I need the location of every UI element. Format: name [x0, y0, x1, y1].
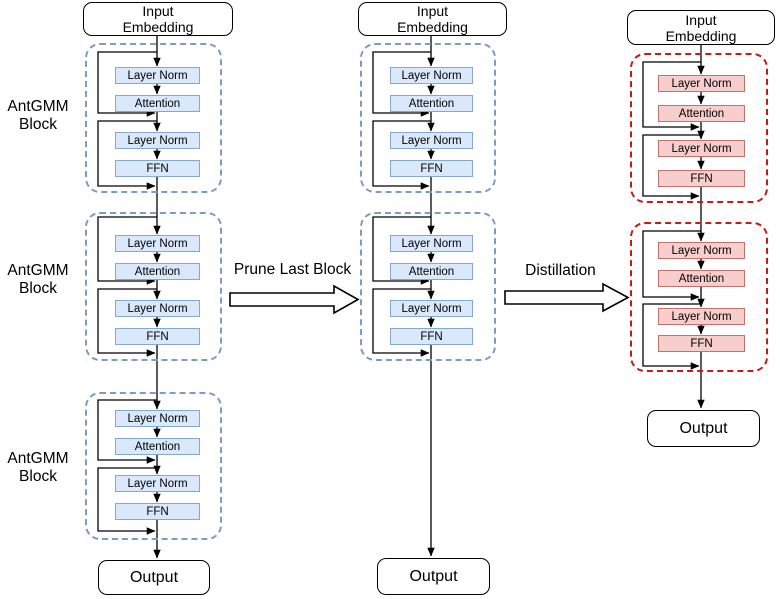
block1-container-col2 — [360, 43, 496, 193]
layer-norm-cell: Layer Norm — [658, 308, 745, 325]
layer-norm-cell: Layer Norm — [390, 235, 473, 252]
prune-arrow-icon — [229, 284, 360, 315]
attention-cell: Attention — [390, 263, 473, 280]
block2-container-col2 — [360, 212, 496, 361]
input-embedding-node-col3: Input Embedding — [627, 10, 775, 45]
ffn-cell: FFN — [115, 160, 200, 177]
ffn-cell: FFN — [658, 335, 745, 352]
distilled-block2-container-col3 — [630, 222, 768, 372]
layer-norm-cell: Layer Norm — [658, 75, 745, 92]
ffn-cell: FFN — [390, 328, 473, 345]
attention-cell: Attention — [658, 270, 745, 287]
ffn-cell: FFN — [658, 170, 745, 187]
layer-norm-cell: Layer Norm — [658, 242, 745, 259]
column2-wires — [372, 36, 435, 557]
layer-norm-cell: Layer Norm — [115, 300, 200, 317]
antgmm-block3-container-col1 — [85, 392, 222, 540]
attention-cell: Attention — [658, 105, 745, 122]
prune-arrow-label: Prune Last Block — [233, 261, 352, 278]
antgmm-block3-label: AntGMM Block — [7, 450, 69, 485]
output-node-col2: Output — [377, 558, 490, 595]
layer-norm-cell: Layer Norm — [390, 67, 473, 84]
layer-norm-cell: Layer Norm — [115, 410, 200, 427]
antgmm-block1-container-col1 — [85, 43, 222, 193]
ffn-cell: FFN — [115, 503, 200, 520]
layer-norm-cell: Layer Norm — [658, 140, 745, 157]
distillation-arrow-label: Distillation — [525, 262, 596, 279]
layer-norm-cell: Layer Norm — [390, 132, 473, 149]
output-node-col1: Output — [98, 560, 210, 595]
attention-cell: Attention — [115, 95, 200, 112]
layer-norm-cell: Layer Norm — [115, 475, 200, 492]
antgmm-block2-container-col1 — [85, 212, 222, 361]
distillation-arrow-icon — [504, 282, 630, 313]
antgmm-block1-label: AntGMM Block — [7, 98, 69, 133]
input-embedding-node-col2: Input Embedding — [358, 2, 507, 36]
layer-norm-cell: Layer Norm — [115, 235, 200, 252]
input-embedding-node-col1: Input Embedding — [83, 2, 233, 36]
output-node-col3: Output — [647, 410, 760, 447]
attention-cell: Attention — [115, 438, 200, 455]
antgmm-block2-label: AntGMM Block — [7, 262, 69, 297]
attention-cell: Attention — [115, 263, 200, 280]
column3-wires — [642, 45, 705, 409]
distilled-block1-container-col3 — [630, 53, 768, 203]
ffn-cell: FFN — [115, 328, 200, 345]
layer-norm-cell: Layer Norm — [115, 67, 200, 84]
layer-norm-cell: Layer Norm — [115, 132, 200, 149]
ffn-cell: FFN — [390, 160, 473, 177]
layer-norm-cell: Layer Norm — [390, 300, 473, 317]
attention-cell: Attention — [390, 95, 473, 112]
